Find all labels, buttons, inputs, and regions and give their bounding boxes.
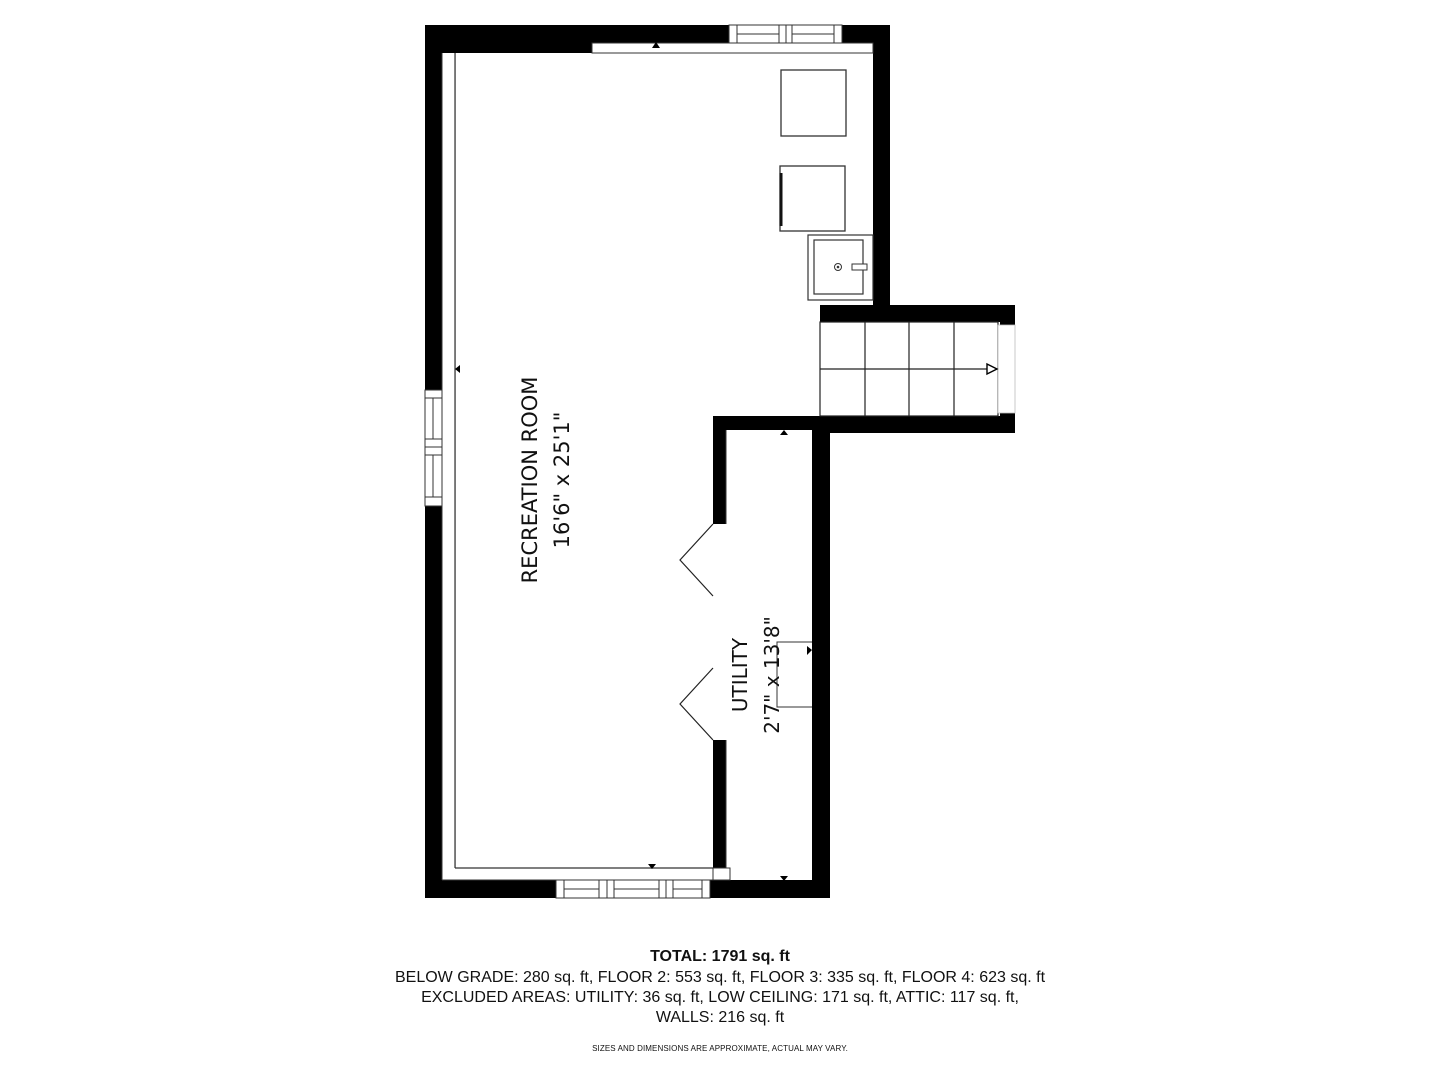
window-top xyxy=(728,24,843,44)
disclaimer: SIZES AND DIMENSIONS ARE APPROXIMATE, AC… xyxy=(592,1044,848,1053)
drain-icon xyxy=(834,263,842,271)
utility-sink xyxy=(807,234,874,301)
room-name-recreation: RECREATION ROOM xyxy=(518,377,542,584)
arrow-marker-icon xyxy=(648,864,656,869)
walls-area: WALLS: 216 sq. ft xyxy=(655,1009,785,1026)
faucet-icon xyxy=(851,263,868,271)
arrow-marker-icon xyxy=(780,876,788,881)
floor-plan: RECREATION ROOM 16'6" x 25'1" UTILITY 2'… xyxy=(424,24,1016,899)
room-dimensions-recreation: 16'6" x 25'1" xyxy=(550,412,574,549)
arrow-marker-icon xyxy=(807,646,812,655)
stair-direction-arrow-icon xyxy=(986,362,999,376)
appliance-2 xyxy=(779,165,846,232)
area-summary: TOTAL: 1791 sq. ft BELOW GRADE: 280 sq. … xyxy=(0,946,1440,1053)
bifold-doors xyxy=(679,523,714,741)
excluded-areas: EXCLUDED AREAS: UTILITY: 36 sq. ft, LOW … xyxy=(421,989,1019,1006)
utility-fixture xyxy=(776,641,812,708)
stairs xyxy=(819,321,999,417)
total-area: TOTAL: 1791 sq. ft xyxy=(650,948,790,965)
window-left xyxy=(424,389,443,507)
top-ledge xyxy=(591,42,874,54)
appliance-1 xyxy=(780,69,847,137)
room-outline xyxy=(454,53,713,869)
arrow-marker-icon xyxy=(455,365,460,373)
room-dimensions-utility: 2'7" x 13'8" xyxy=(760,616,784,734)
room-name-utility: UTILITY xyxy=(728,637,752,712)
floor-breakdown: BELOW GRADE: 280 sq. ft, FLOOR 2: 553 sq… xyxy=(394,969,1046,986)
walls xyxy=(425,25,1015,898)
window-bottom xyxy=(555,879,711,899)
arrow-marker-icon xyxy=(780,430,788,435)
arrow-marker-icon xyxy=(652,42,660,48)
